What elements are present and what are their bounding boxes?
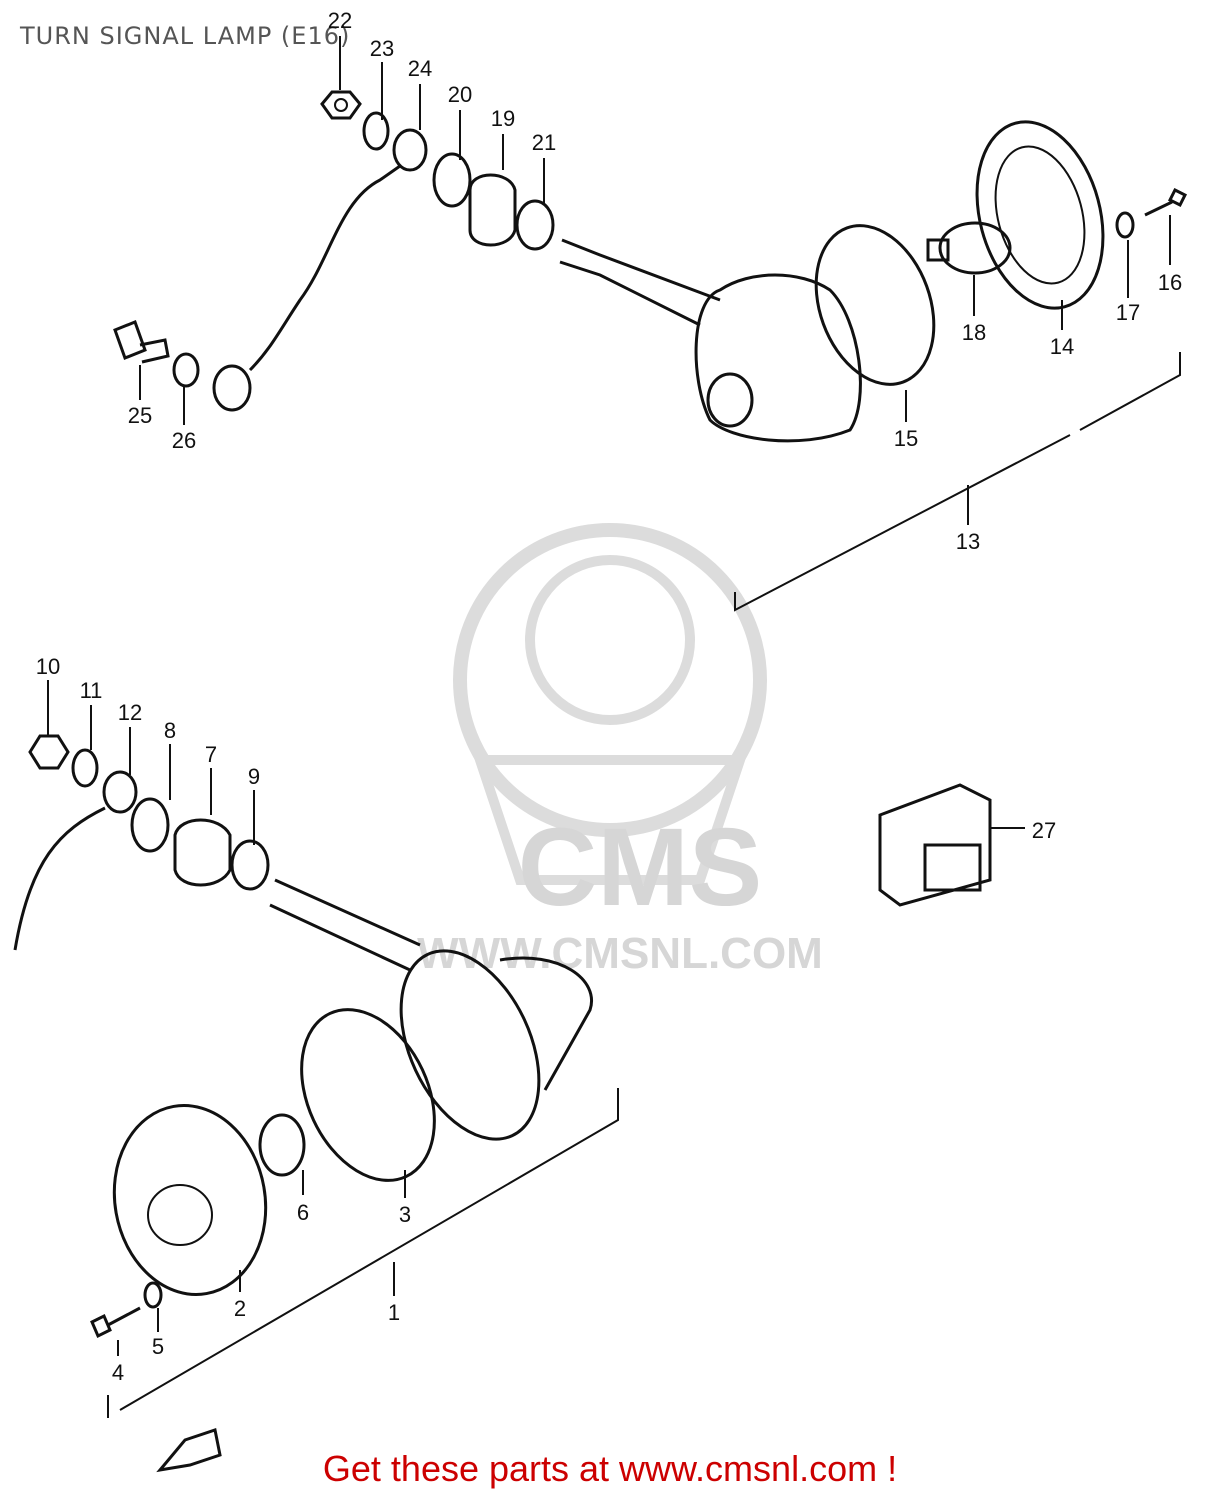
lower-housing: [399, 949, 541, 1141]
lens-14: [975, 120, 1105, 310]
washer-9: [230, 839, 270, 891]
gasket-15: [814, 224, 936, 386]
footer-link[interactable]: Get these parts at www.cmsnl.com !: [322, 1448, 898, 1489]
lens-2: [112, 1104, 268, 1296]
washer-11: [71, 748, 99, 788]
bushing-19: [468, 173, 517, 247]
callout-11: 11: [80, 678, 103, 703]
bushing-7: [173, 818, 232, 887]
gasket-3: [300, 1008, 436, 1182]
callout-16: 16: [1158, 270, 1182, 295]
screw-16: [1144, 187, 1188, 217]
callout-22: 22: [328, 8, 352, 33]
callout-14: 14: [1050, 334, 1074, 359]
callout-9: 9: [248, 764, 260, 789]
terminal-24: [392, 128, 428, 172]
bulb-6: [258, 1113, 306, 1177]
callout-17: 17: [1116, 300, 1140, 325]
callout-7: 7: [205, 742, 217, 767]
fwd-arrow-icon: [156, 1428, 222, 1473]
relay-27: [878, 783, 1025, 907]
nut-22: [320, 90, 362, 120]
callout-4: 4: [112, 1360, 124, 1385]
nut-8: [130, 797, 170, 853]
bracket-1: [107, 1088, 619, 1418]
callout-12: 12: [118, 700, 142, 725]
watermark: CMS WWW.CMSNL.COM: [417, 523, 823, 978]
watermark-brand: CMS: [518, 806, 762, 929]
lower-lamp-assembly: [13, 734, 619, 1418]
callout-6: 6: [297, 1200, 309, 1225]
housing: [694, 273, 862, 443]
callout-23: 23: [370, 36, 394, 61]
screw-4: [90, 1306, 141, 1339]
washer-17: [1115, 211, 1135, 239]
washer-23: [362, 111, 390, 151]
callout-13: 13: [956, 529, 980, 554]
callout-19: 19: [491, 106, 515, 131]
callout-27: 27: [1032, 818, 1056, 843]
callout-10: 10: [36, 654, 60, 679]
callout-3: 3: [399, 1202, 411, 1227]
bolt-25: [113, 320, 170, 364]
page-title: TURN SIGNAL LAMP (E16): [20, 22, 351, 50]
washer-21: [515, 199, 555, 251]
terminal-12: [102, 770, 138, 814]
nut-20: [432, 152, 472, 208]
washer-26: [172, 352, 200, 388]
callout-24: 24: [408, 56, 432, 81]
callout-5: 5: [152, 1334, 164, 1359]
callout-20: 20: [448, 82, 472, 107]
callout-1: 1: [388, 1300, 400, 1325]
callout-18: 18: [962, 320, 986, 345]
callout-2: 2: [234, 1296, 246, 1321]
callout-26: 26: [172, 428, 196, 453]
callout-21: 21: [532, 130, 556, 155]
nut-10: [28, 734, 70, 770]
leader-lines: [47, 36, 1171, 1356]
watermark-url: WWW.CMSNL.COM: [417, 929, 823, 978]
callout-25: 25: [128, 403, 152, 428]
washer-5: [143, 1281, 163, 1309]
callout-15: 15: [894, 426, 918, 451]
callout-8: 8: [164, 718, 176, 743]
upper-lamp-assembly: [113, 90, 1188, 612]
bracket-13: [734, 352, 1181, 612]
bulb-18: [938, 221, 1012, 275]
callout-numbers: 2223242019211617181415132526101112879276…: [36, 8, 1182, 1385]
